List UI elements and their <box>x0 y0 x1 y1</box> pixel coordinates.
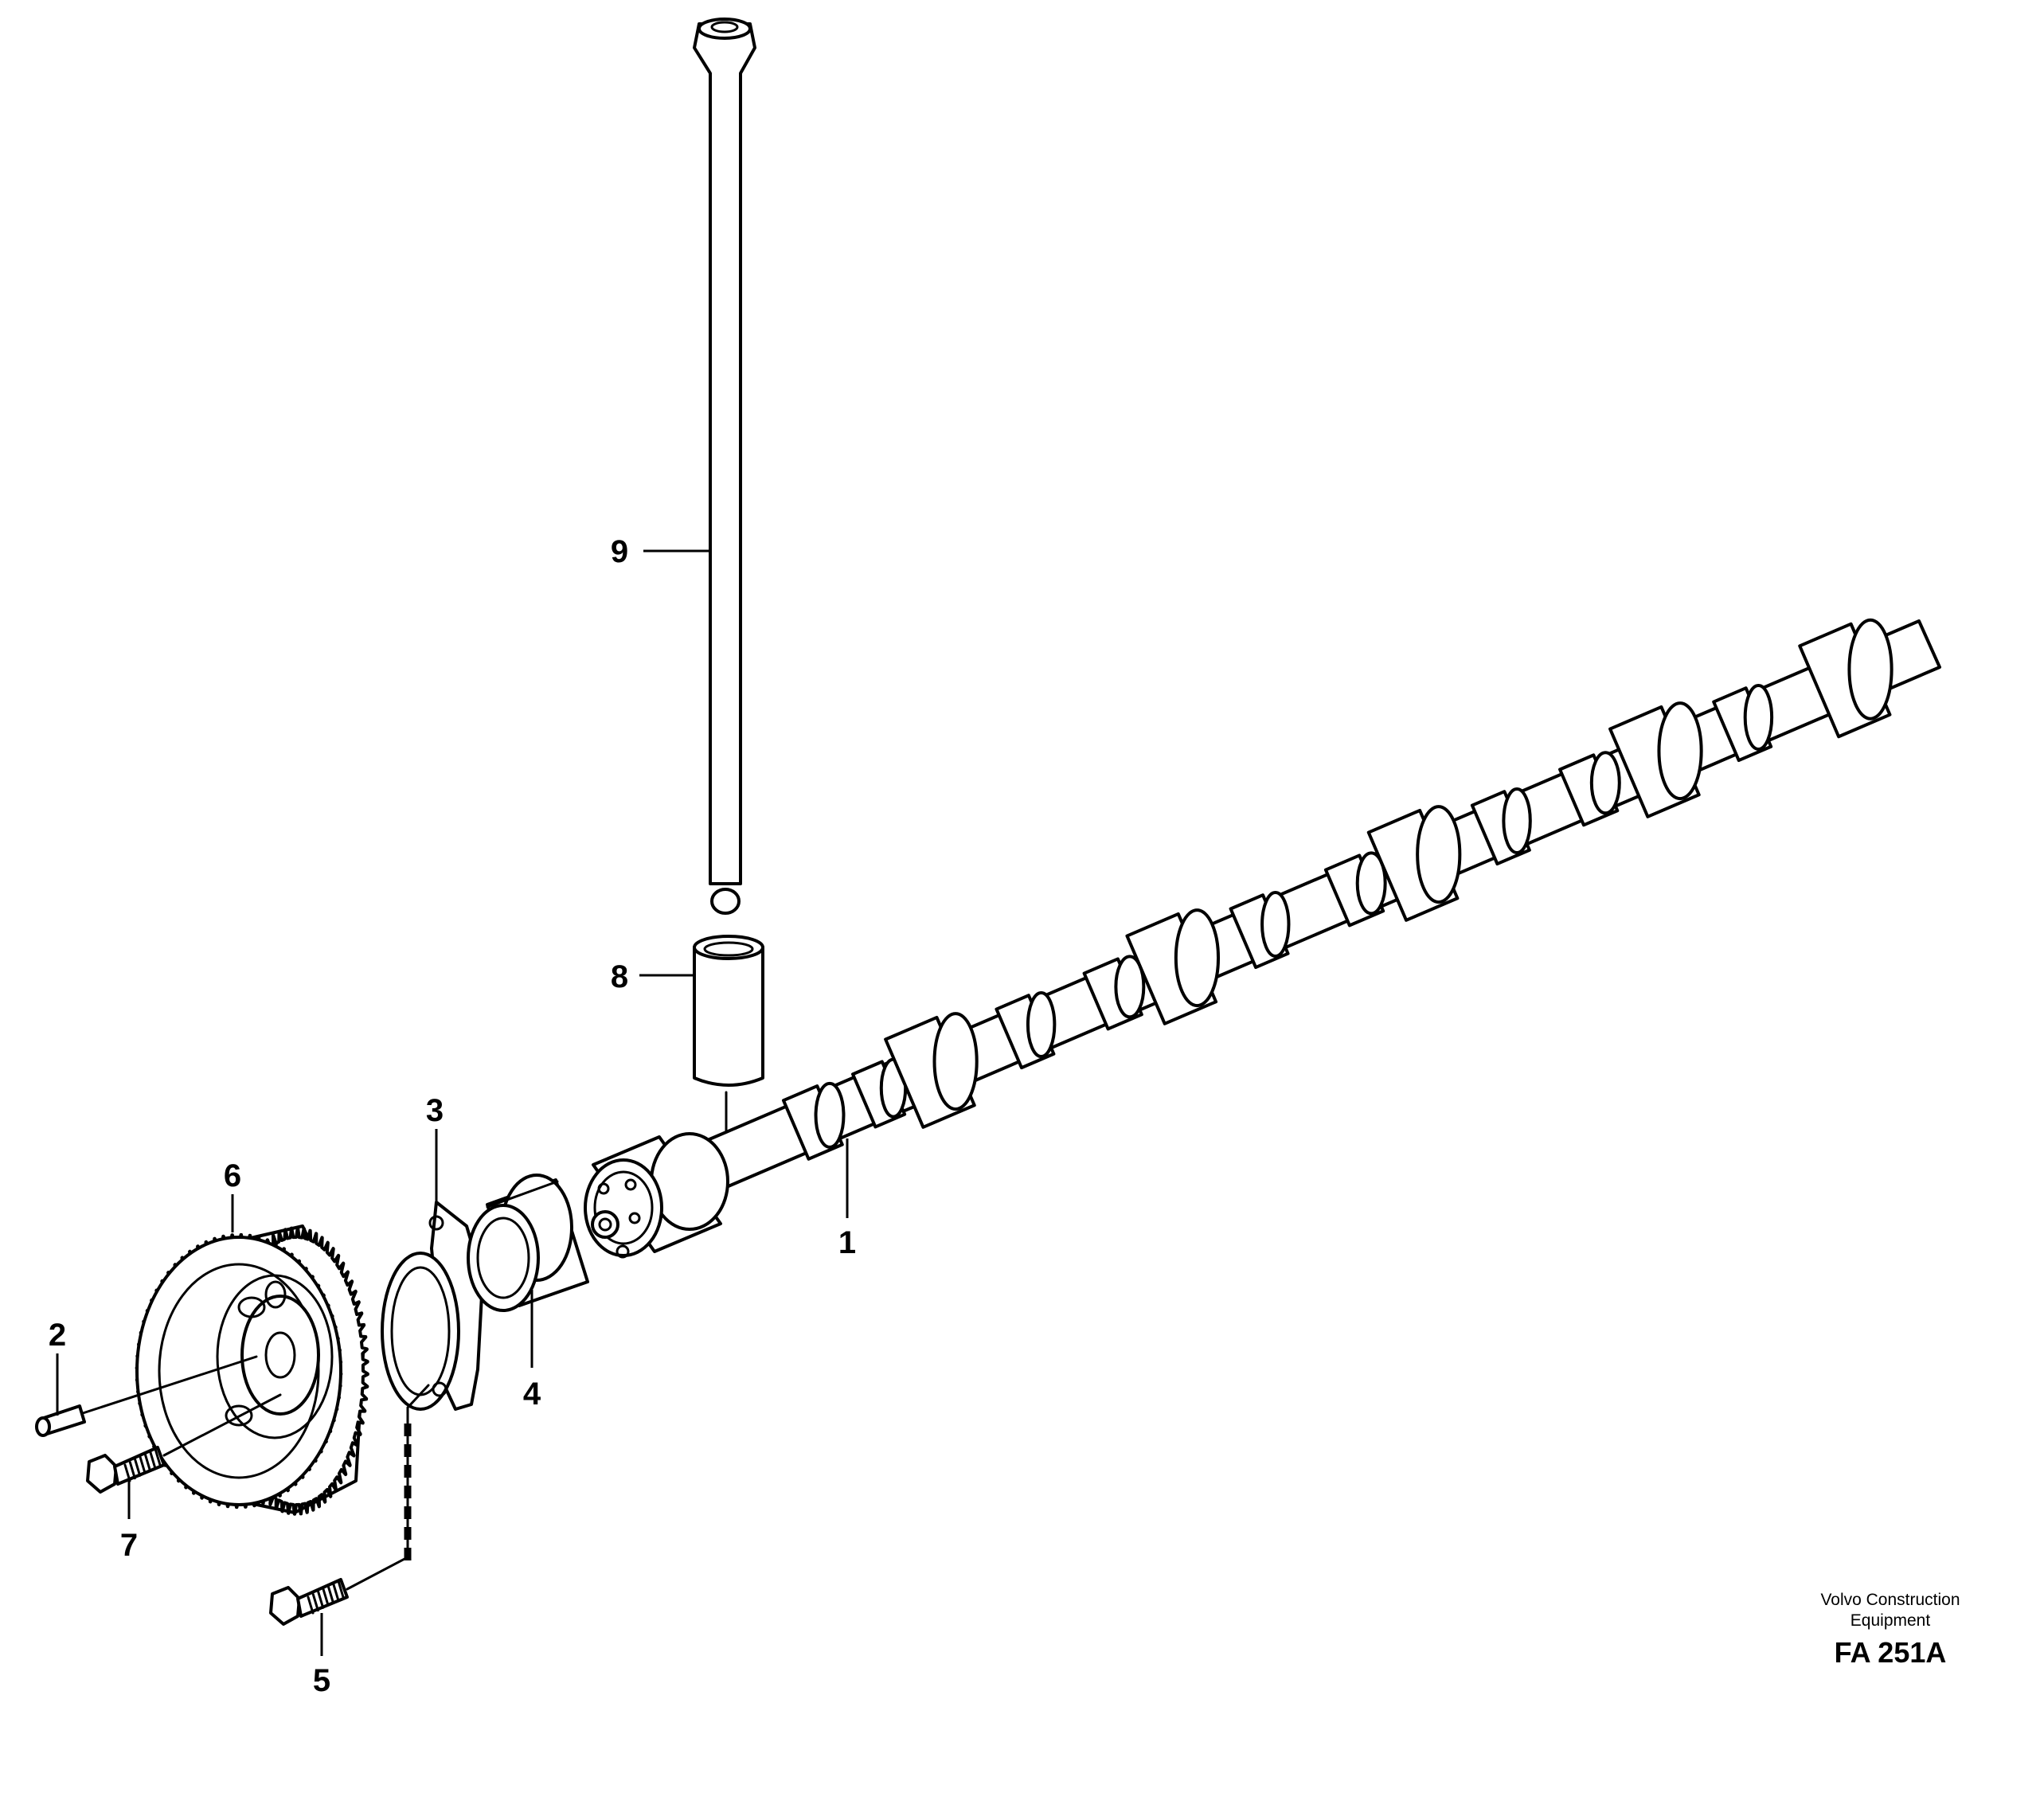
camshaft-journal <box>884 1012 979 1129</box>
figure-footer: Volvo Construction Equipment FA 251A <box>1820 1591 1960 1669</box>
valve-tappet <box>693 935 764 1142</box>
callout-1: 1 <box>838 1225 856 1260</box>
callout-3: 3 <box>426 1093 444 1128</box>
gear-bolt <box>86 1393 282 1494</box>
callouts: 9 8 3 1 6 4 2 7 5 <box>49 534 856 1698</box>
callout-9: 9 <box>611 534 628 569</box>
leader-lines <box>56 549 849 1656</box>
camshaft-journal <box>1798 618 1893 739</box>
cam-lobe <box>1558 751 1621 827</box>
camshaft <box>584 618 1941 1259</box>
callout-2: 2 <box>49 1318 66 1353</box>
cam-lobe <box>1082 955 1146 1031</box>
brand-line-2: Equipment <box>1850 1611 1931 1630</box>
callout-6: 6 <box>224 1158 241 1193</box>
camshaft-gear <box>135 1224 369 1516</box>
cam-lobe <box>1229 890 1291 970</box>
cam-lobe <box>995 991 1057 1070</box>
figure-code: FA 251A <box>1835 1636 1947 1669</box>
camshaft-journal <box>1366 805 1462 922</box>
cam-lobe <box>1323 851 1387 928</box>
camshaft-front-journal <box>584 1132 729 1259</box>
callout-5: 5 <box>313 1663 330 1698</box>
brand-line-1: Volvo Construction <box>1820 1591 1960 1609</box>
callout-4: 4 <box>523 1377 541 1412</box>
flange-bolt <box>269 1384 430 1626</box>
cam-lobe <box>1712 683 1774 763</box>
callout-8: 8 <box>611 959 628 994</box>
dowel-pin <box>35 1355 258 1437</box>
cam-lobe <box>781 1081 846 1161</box>
camshaft-bushing <box>467 1174 589 1312</box>
camshaft-journal <box>1125 908 1221 1025</box>
push-rod <box>693 18 756 915</box>
callout-7: 7 <box>120 1528 138 1563</box>
camshaft-journal <box>1608 701 1703 818</box>
cam-lobe <box>1470 787 1532 866</box>
thrust-flange <box>381 1201 484 1411</box>
